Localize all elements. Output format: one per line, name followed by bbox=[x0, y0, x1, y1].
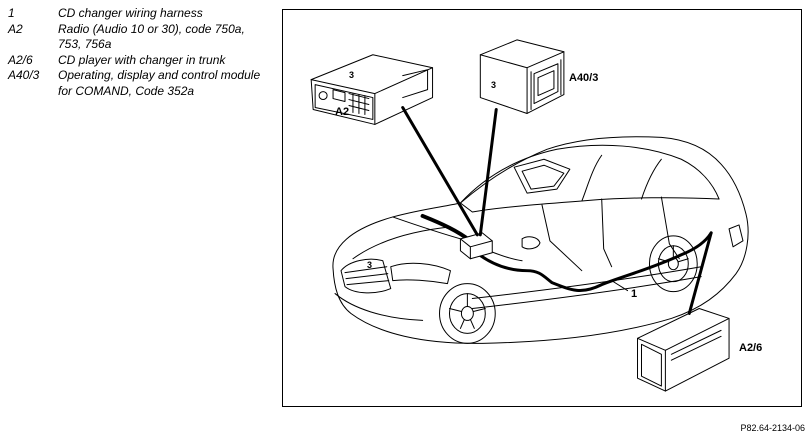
changer-connector bbox=[687, 231, 713, 315]
legend-description: Radio (Audio 10 or 30), code 750a, 753, … bbox=[58, 21, 245, 52]
legend-description: CD player with changer in trunk bbox=[58, 52, 226, 67]
legend-code: A40/3 bbox=[8, 68, 40, 82]
mark-car: 3 bbox=[367, 260, 373, 270]
legend-item-a2-6: A2/6 CD player with changer in trunk bbox=[8, 53, 268, 69]
legend-description: CD changer wiring harness bbox=[58, 6, 203, 20]
cd-changer-unit bbox=[637, 307, 730, 392]
radio-connector bbox=[401, 106, 479, 237]
wiring-harness bbox=[466, 231, 713, 292]
legend-item-a2: A2 Radio (Audio 10 or 30), code 750a, 75… bbox=[8, 22, 268, 53]
radio-unit bbox=[310, 54, 434, 125]
figure-reference-id: P82.64-2134-06 bbox=[740, 423, 805, 433]
label-changer: A2/6 bbox=[739, 342, 763, 354]
console-module bbox=[459, 232, 493, 260]
car-wiring-illustration bbox=[310, 39, 749, 392]
figure-frame: A2 A40/3 A2/6 1 3 3 3 bbox=[282, 9, 802, 407]
label-radio: A2 bbox=[335, 106, 350, 118]
comand-unit bbox=[479, 39, 565, 114]
legend-item-a40-3: A40/3 Operating, display and control mod… bbox=[8, 68, 268, 99]
legend-code: A2 bbox=[8, 21, 23, 36]
legend-code: A2/6 bbox=[8, 52, 33, 67]
comand-connector bbox=[478, 108, 498, 237]
label-comand: A40/3 bbox=[569, 72, 599, 84]
mark-radio-unit: 3 bbox=[349, 70, 355, 80]
legend: 1 CD changer wiring harness A2 Radio (Au… bbox=[8, 6, 268, 99]
car-illustration bbox=[332, 136, 749, 344]
legend-code: 1 bbox=[8, 6, 15, 20]
mark-comand-unit: 3 bbox=[491, 80, 497, 90]
legend-description: Operating, display and control module fo… bbox=[58, 68, 261, 98]
legend-item-1: 1 CD changer wiring harness bbox=[8, 6, 268, 22]
label-harness: 1 bbox=[631, 288, 638, 300]
